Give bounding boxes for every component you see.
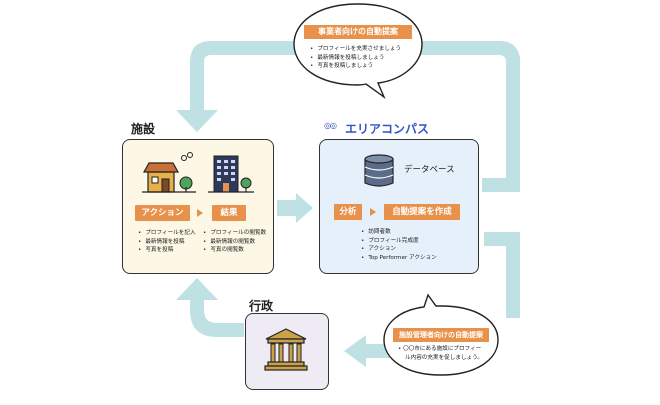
arrow-right-icon <box>370 208 376 216</box>
bullet-icon: • <box>398 346 404 352</box>
facility-title: 施設 <box>131 122 156 136</box>
database-icon <box>364 154 394 187</box>
shop-icon <box>142 152 196 193</box>
list-item: アクション <box>361 245 437 254</box>
list-item: 最新情報を投稿 <box>138 238 196 247</box>
list-item: 写真を投稿 <box>138 246 196 255</box>
bottom-bubble-title: 施設管理者向けの自動提案 <box>393 328 489 342</box>
list-item: 最新情報の閲覧数 <box>203 238 266 247</box>
database-label: データベース <box>404 165 455 175</box>
top-bubble-title: 事業者向けの自動提案 <box>304 25 412 39</box>
government-panel <box>245 313 329 390</box>
list-item: プロフィールを充実させましょう <box>310 45 401 54</box>
office-building-icon <box>208 155 254 193</box>
list-item: プロフィールの閲覧数 <box>203 229 266 238</box>
government-building-icon <box>264 328 308 371</box>
list-item: 最新情報を投稿しましょう <box>310 54 401 63</box>
action-list: プロフィールを記入 最新情報を投稿 写真を投稿 <box>138 229 196 255</box>
auto-proposal-label: 自動提案を作成 <box>384 204 460 220</box>
list-item: プロフィール完成度 <box>361 237 437 246</box>
top-bubble-list: プロフィールを充実させましょう 最新情報を投稿しましょう 写真を投稿しましょう <box>310 45 401 71</box>
government-title: 行政 <box>249 299 274 313</box>
list-item: 写真の閲覧数 <box>203 246 266 255</box>
arrow-right-icon <box>197 209 203 217</box>
result-list: プロフィールの閲覧数 最新情報の閲覧数 写真の閲覧数 <box>203 229 266 255</box>
analysis-label: 分析 <box>334 204 362 220</box>
list-item: 訪問者数 <box>361 228 437 237</box>
area-compass-title: エリアコンパス <box>345 122 430 136</box>
metrics-list: 訪問者数 プロフィール完成度 アクション Top Performer アクション <box>361 228 437 263</box>
list-item: 写真を投稿しましょう <box>310 62 401 71</box>
list-item: Top Performer アクション <box>361 254 436 263</box>
result-label: 結果 <box>212 205 246 221</box>
action-label: アクション <box>135 205 190 221</box>
bottom-bubble-text: • 〇〇市にある施設にプロフィー ル内容の充実を促しましょう。 <box>398 346 483 361</box>
list-item: プロフィールを記入 <box>138 229 195 238</box>
area-compass-logo-icon: ◎◎ <box>324 121 337 130</box>
